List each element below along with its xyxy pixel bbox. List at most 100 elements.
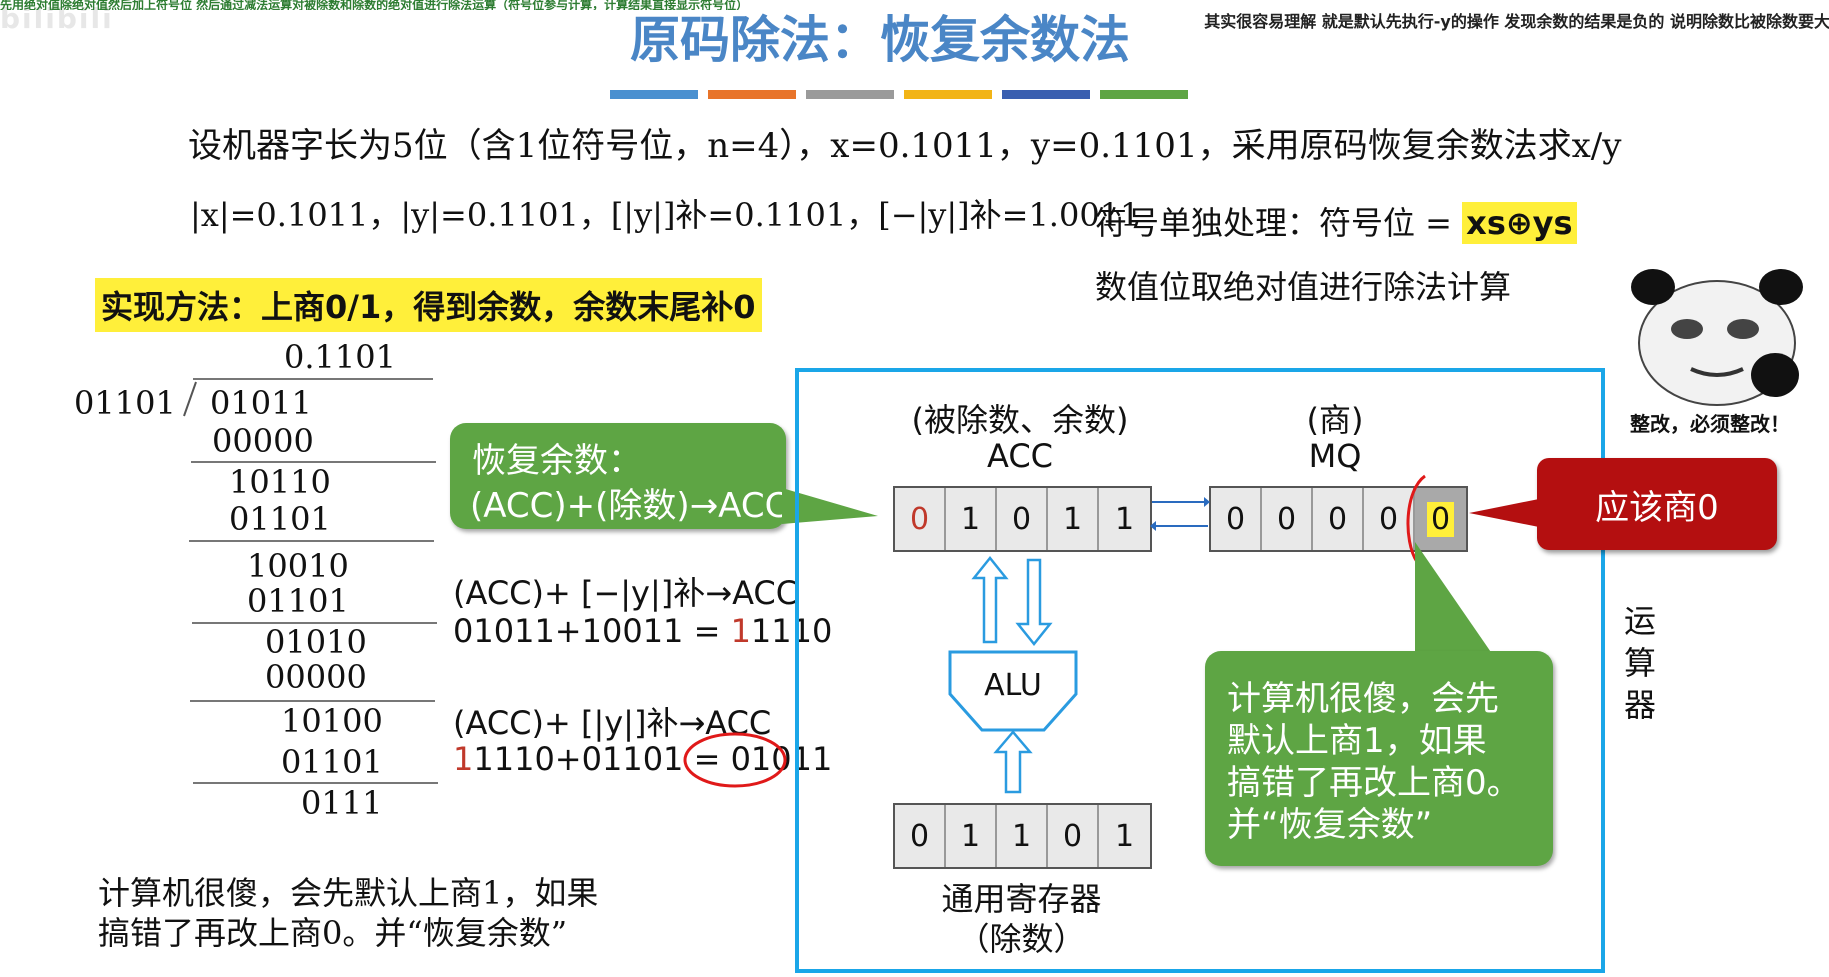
sign-xor-formula: xs⊕ys	[1462, 202, 1577, 244]
gpr-bit: 0	[895, 805, 946, 867]
restore-callout-title: 恢复余数：	[472, 441, 642, 481]
division-row: 10100	[281, 702, 383, 740]
division-row: 0111	[301, 784, 383, 822]
danmaku-comment-right: 其实很容易理解 就是默认先执行-y的操作 发现余数的结果是负的 说明除数比被除数…	[1204, 12, 1829, 31]
general-register: 0 1 1 0 1	[893, 803, 1152, 869]
mq-bit: 0	[1211, 488, 1262, 550]
division-line	[189, 540, 434, 542]
acc-bit: 0	[895, 488, 946, 550]
division-divisor: 01101	[74, 384, 176, 422]
acc-bit: 1	[946, 488, 997, 550]
panda-meme-drawing	[1631, 269, 1803, 406]
division-line	[191, 461, 436, 463]
gpr-to-alu-arrow	[993, 730, 1033, 794]
acc-bit: 1	[1048, 488, 1099, 550]
panda-meme-image	[1625, 265, 1805, 410]
strip-segment	[1100, 90, 1188, 99]
gpr-bit: 1	[946, 805, 997, 867]
restore-callout-body: (ACC)+(除数)→ACC	[470, 486, 789, 526]
bilibili-watermark: bilibili	[0, 2, 114, 35]
division-row: 01101	[229, 500, 331, 538]
strip-segment	[904, 90, 992, 99]
side-char: 算	[1623, 644, 1656, 682]
division-line	[193, 782, 438, 784]
strip-segment	[1002, 90, 1090, 99]
restore-callout: 恢复余数： (ACC)+(除数)→ACC	[450, 423, 789, 529]
gpr-bit: 0	[1048, 805, 1099, 867]
division-row: 10110	[229, 463, 331, 501]
gpr-bit: 1	[1114, 818, 1135, 854]
title-color-strip	[610, 90, 1188, 99]
division-row: 01101	[247, 582, 349, 620]
absolute-values: |x|=0.1011，|y|=0.1101，[|y|]补=0.1101，[−|y…	[190, 196, 1141, 234]
acc-caption: (被除数、余数)	[911, 401, 1129, 439]
op2-expr-b: 1110+01101 =	[473, 740, 731, 778]
strip-segment	[610, 90, 698, 99]
arithmetic-unit-label: 运 算 器	[1620, 600, 1660, 726]
mq-label: MQ	[1308, 437, 1362, 475]
slide-title: 原码除法：恢复余数法	[630, 10, 1130, 69]
danmaku-comment-top: 先用绝对值除绝对值然后加上符号位 然后通过减法运算对被除数和除数的绝对值进行除法…	[0, 0, 749, 10]
arithmetic-unit-box	[795, 368, 1605, 973]
method-banner: 实现方法：上商0/1，得到余数，余数末尾补0	[95, 278, 762, 332]
side-char: 器	[1623, 686, 1656, 724]
sign-rule: 符号单独处理：符号位 = xs⊕ys	[1095, 198, 1577, 244]
silly-computer-callout: 计算机很傻，会先 默认上商1，如果 搞错了再改上商0。 并“恢复余数”	[1205, 651, 1553, 866]
strip-segment	[806, 90, 894, 99]
mq-bit: 0	[1364, 488, 1415, 550]
alu-bus-arrows	[971, 556, 1053, 646]
division-row: 00000	[212, 422, 314, 460]
op1-expression: 01011+10011 = 11110	[453, 612, 832, 650]
alu-shape	[948, 650, 1078, 732]
division-row: 01010	[265, 623, 367, 661]
gpr-bit: 1	[997, 805, 1048, 867]
silly-callout-line: 并“恢复余数”	[1227, 805, 1433, 845]
alu-label: ALU	[984, 668, 1042, 703]
note-line-2: 搞错了再改上商0。并“恢复余数”	[98, 914, 568, 952]
op1-title: (ACC)+ [−|y|]补→ACC	[453, 574, 799, 612]
division-line	[192, 622, 437, 624]
mq-last-bit: 0	[1426, 501, 1455, 537]
op1-expr-red: 1	[730, 612, 751, 650]
should-quotient-zero-callout: 应该商0	[1537, 458, 1777, 550]
side-char: 运	[1623, 602, 1656, 640]
acc-bit: 0	[997, 488, 1048, 550]
acc-register: 0 1 0 1 1	[893, 486, 1152, 552]
division-row: 01011	[210, 384, 312, 422]
note-line-1: 计算机很傻，会先默认上商1，如果	[98, 874, 599, 912]
acc-bit: 1	[1114, 501, 1135, 537]
division-quotient: 0.1101	[284, 338, 396, 376]
mq-bit: 0	[1262, 488, 1313, 550]
op1-expr-b: 1110	[750, 612, 833, 650]
division-row: 01101	[281, 743, 383, 781]
restore-callout-pointer	[782, 488, 878, 524]
silly-callout-line: 计算机很傻，会先	[1227, 679, 1499, 719]
acc-mq-arrows	[1150, 497, 1210, 531]
op2-expression: 11110+01101 = 01011	[453, 740, 832, 778]
op1-expr-a: 01011+10011 =	[453, 612, 731, 650]
mq-bit: 0	[1313, 488, 1364, 550]
division-bracket	[183, 381, 197, 417]
silly-callout-line: 默认上商1，如果	[1227, 721, 1487, 761]
acc-label: ACC	[986, 437, 1053, 475]
division-line	[190, 700, 435, 702]
op2-expr-red: 1	[453, 740, 474, 778]
red-callout-pointer	[1469, 499, 1539, 527]
strip-segment	[708, 90, 796, 99]
division-quotient-line	[193, 378, 433, 380]
mq-bit-highlight: 0	[1415, 488, 1466, 550]
mq-caption: (商)	[1306, 401, 1364, 439]
division-row: 10010	[247, 547, 349, 585]
meme-caption: 整改，必须整改！	[1630, 412, 1790, 436]
red-circle-annotation	[683, 732, 787, 788]
sign-rule-prefix: 符号单独处理：符号位 =	[1095, 204, 1463, 242]
red-mark-annotation	[1406, 474, 1426, 563]
magnitude-rule: 数值位取绝对值进行除法计算	[1095, 268, 1512, 306]
gpr-label: 通用寄存器	[941, 880, 1102, 918]
problem-statement: 设机器字长为5位（含1位符号位，n=4），x=0.1011，y=0.1101，采…	[188, 126, 1622, 166]
silly-callout-line: 搞错了再改上商0。	[1227, 763, 1521, 803]
silly-callout-pointer	[1415, 542, 1495, 658]
gpr-caption: （除数）	[957, 920, 1086, 958]
mq-register: 0 0 0 0 0	[1209, 486, 1468, 552]
division-row: 00000	[265, 658, 367, 696]
